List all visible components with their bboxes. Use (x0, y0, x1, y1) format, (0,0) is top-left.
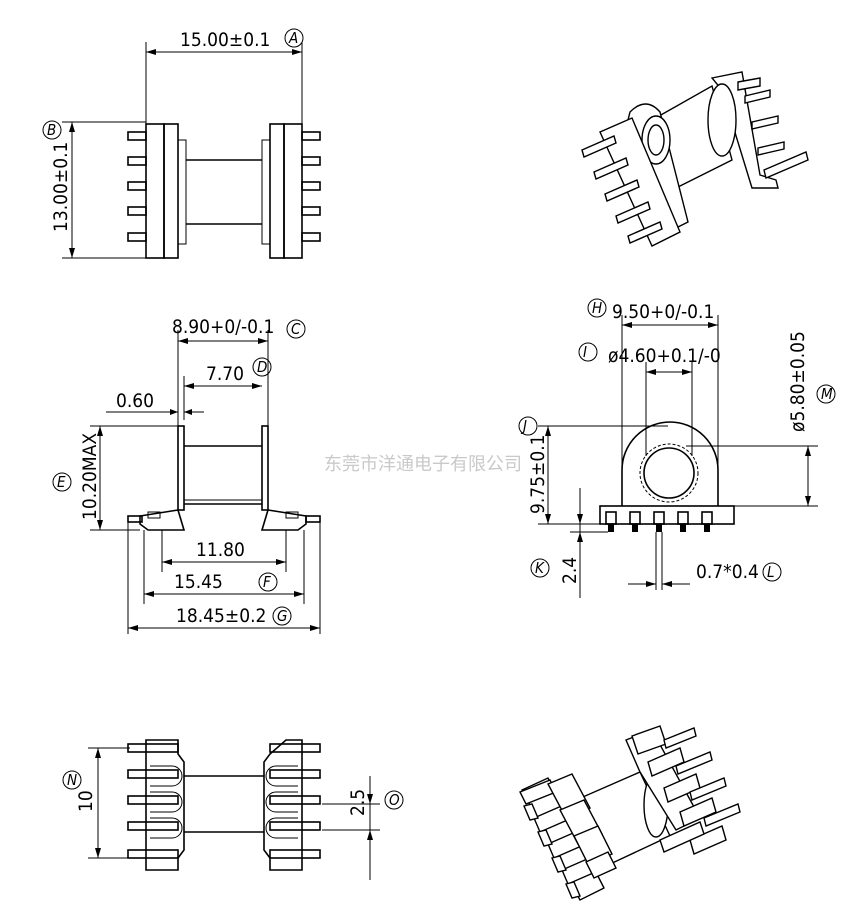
dim-e-marker: E (57, 473, 66, 491)
dim-k-value: 2.4 (559, 557, 581, 584)
dim-n-value: 10 (75, 790, 97, 812)
dim-a-value: 15.00±0.1 (180, 29, 270, 51)
front-view: 8.90+0/-0.1 C 7.70 D 0.60 10.20MAX E (52, 316, 321, 634)
dim-l-marker: L (767, 563, 775, 581)
dim-j-marker: J (520, 417, 527, 435)
dim-m-marker: M (821, 385, 833, 403)
dim-inner-pitch-value: 11.80 (196, 539, 245, 561)
dim-h-marker: H (592, 299, 602, 317)
isometric-view-top (581, 71, 809, 247)
top-view: 15.00±0.1 A 13.00±0.1 B (42, 28, 321, 259)
dim-i-value: ø4.60+0.1/-0 (608, 345, 721, 367)
dim-e-value: 10.20MAX (79, 433, 101, 520)
dim-j-value: 9.75±0.1 (527, 434, 549, 514)
dim-m-value: ø5.80±0.05 (787, 331, 809, 432)
dim-f-value: 15.45 (174, 571, 223, 593)
bottom-view: 10 N 2.5 O (62, 739, 404, 880)
dim-k-marker: K (535, 559, 545, 577)
dim-d-value: 7.70 (206, 363, 244, 385)
dim-f-marker: F (263, 573, 271, 591)
dim-o-value: 2.5 (347, 789, 369, 816)
dim-g-marker: G (277, 607, 287, 625)
watermark: 东莞市洋通电子有限公司 (324, 454, 522, 475)
dim-l-value: 0.7*0.4 (696, 561, 759, 583)
dim-a-marker: A (288, 29, 298, 47)
dim-b-marker: B (47, 121, 56, 139)
dim-h-value: 9.50+0/-0.1 (612, 301, 714, 323)
dim-n-marker: N (67, 771, 77, 789)
dim-g-value: 18.45±0.2 (176, 605, 266, 627)
side-view: 9.50+0/-0.1 H ø4.60+0.1/-0 I ø5.80±0.05 … (518, 298, 836, 598)
isometric-view-bottom (519, 725, 741, 901)
dim-b-value: 13.00±0.1 (50, 142, 72, 232)
dim-o-marker: O (389, 791, 400, 809)
dim-thickness-value: 0.60 (116, 390, 154, 412)
dim-c-marker: C (291, 320, 301, 338)
dim-c-value: 8.90+0/-0.1 (172, 316, 274, 338)
dim-i-marker: I (583, 343, 587, 361)
dim-d-marker: D (257, 358, 267, 376)
